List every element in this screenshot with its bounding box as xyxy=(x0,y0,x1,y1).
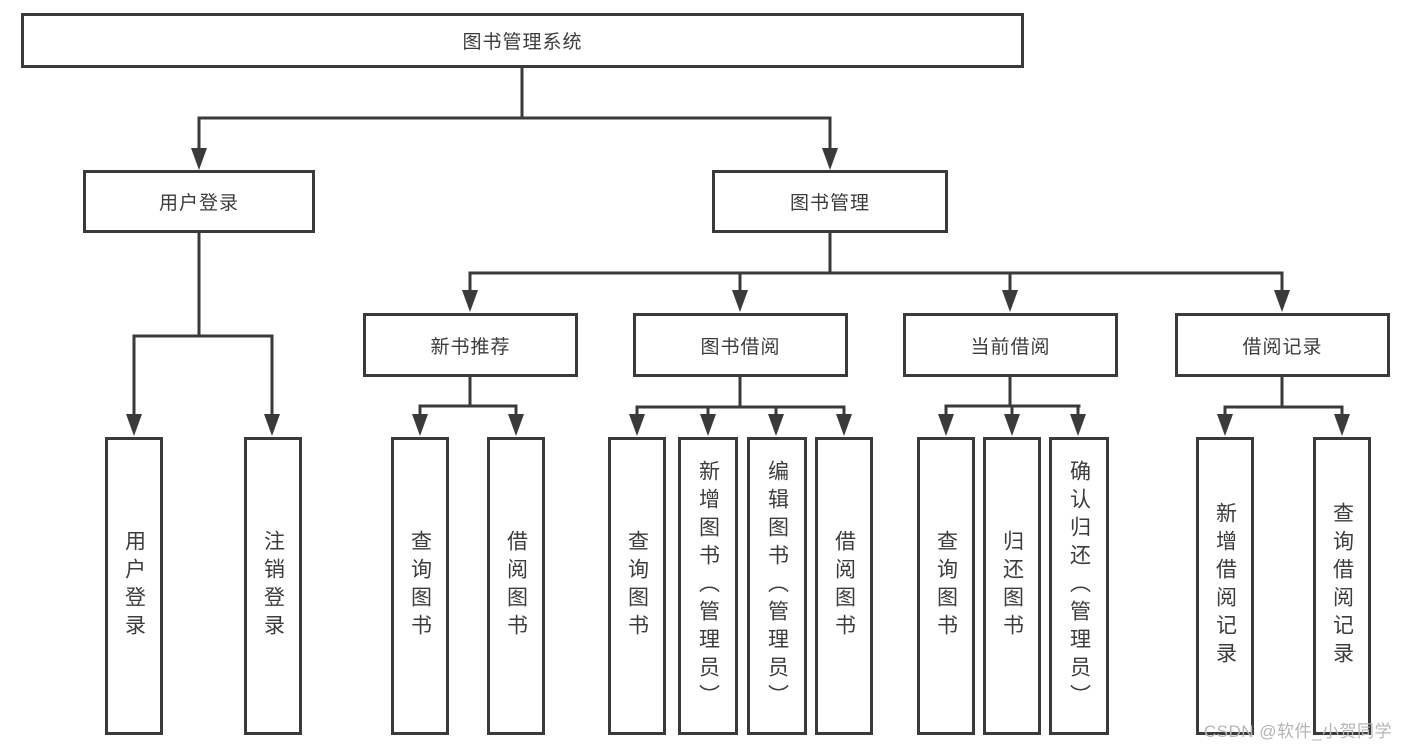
node-label: 用户登录 xyxy=(122,530,146,642)
node-leaf-borrow-book-1: 借阅图书 xyxy=(487,437,545,735)
node-borrow-record: 借阅记录 xyxy=(1175,313,1390,377)
node-leaf-borrow-book-2: 借阅图书 xyxy=(815,437,873,735)
node-label: 归还图书 xyxy=(1000,530,1024,642)
node-user-login: 用户登录 xyxy=(83,170,315,233)
node-leaf-add-book-admin: 新增图书（管理员） xyxy=(678,437,738,735)
node-leaf-query-book-1: 查询图书 xyxy=(391,437,449,735)
node-leaf-return-book: 归还图书 xyxy=(983,437,1041,735)
node-label: 借阅图书 xyxy=(504,530,528,642)
node-label: 借阅记录 xyxy=(1242,336,1323,358)
node-leaf-query-book-2: 查询图书 xyxy=(608,437,666,735)
node-label: 查询借阅记录 xyxy=(1330,502,1354,670)
node-leaf-add-borrow-record: 新增借阅记录 xyxy=(1196,437,1254,735)
node-label: 查询图书 xyxy=(625,530,649,642)
node-book-borrow: 图书借阅 xyxy=(633,313,848,377)
node-leaf-query-borrow-record: 查询借阅记录 xyxy=(1313,437,1371,735)
csdn-watermark: CSDN @软件_小贺同学 xyxy=(1203,722,1392,741)
node-leaf-logout: 注销登录 xyxy=(244,437,302,735)
node-label: 查询图书 xyxy=(408,530,432,642)
node-new-book-recommend: 新书推荐 xyxy=(363,313,578,377)
node-label: 新书推荐 xyxy=(430,336,511,358)
node-label: 注销登录 xyxy=(261,530,285,642)
node-label: 查询图书 xyxy=(934,530,958,642)
node-label: 新增借阅记录 xyxy=(1213,502,1237,670)
node-label: 图书管理系统 xyxy=(462,32,583,53)
node-label: 借阅图书 xyxy=(832,530,856,642)
node-label: 编辑图书（管理员） xyxy=(765,460,789,712)
node-label: 图书管理 xyxy=(789,193,870,214)
node-label: 当前借阅 xyxy=(970,336,1051,358)
node-current-borrow: 当前借阅 xyxy=(903,313,1118,377)
node-leaf-edit-book-admin: 编辑图书（管理员） xyxy=(747,437,807,735)
node-label: 图书借阅 xyxy=(700,336,781,358)
node-leaf-user-login: 用户登录 xyxy=(105,437,163,735)
node-leaf-confirm-return-admin: 确认归还（管理员） xyxy=(1049,437,1109,735)
node-book-management: 图书管理 xyxy=(712,170,948,233)
node-label: 新增图书（管理员） xyxy=(696,460,720,712)
node-label: 用户登录 xyxy=(158,193,239,214)
node-label: 确认归还（管理员） xyxy=(1067,460,1091,712)
node-leaf-query-book-3: 查询图书 xyxy=(917,437,975,735)
node-root-library-system: 图书管理系统 xyxy=(21,13,1024,68)
